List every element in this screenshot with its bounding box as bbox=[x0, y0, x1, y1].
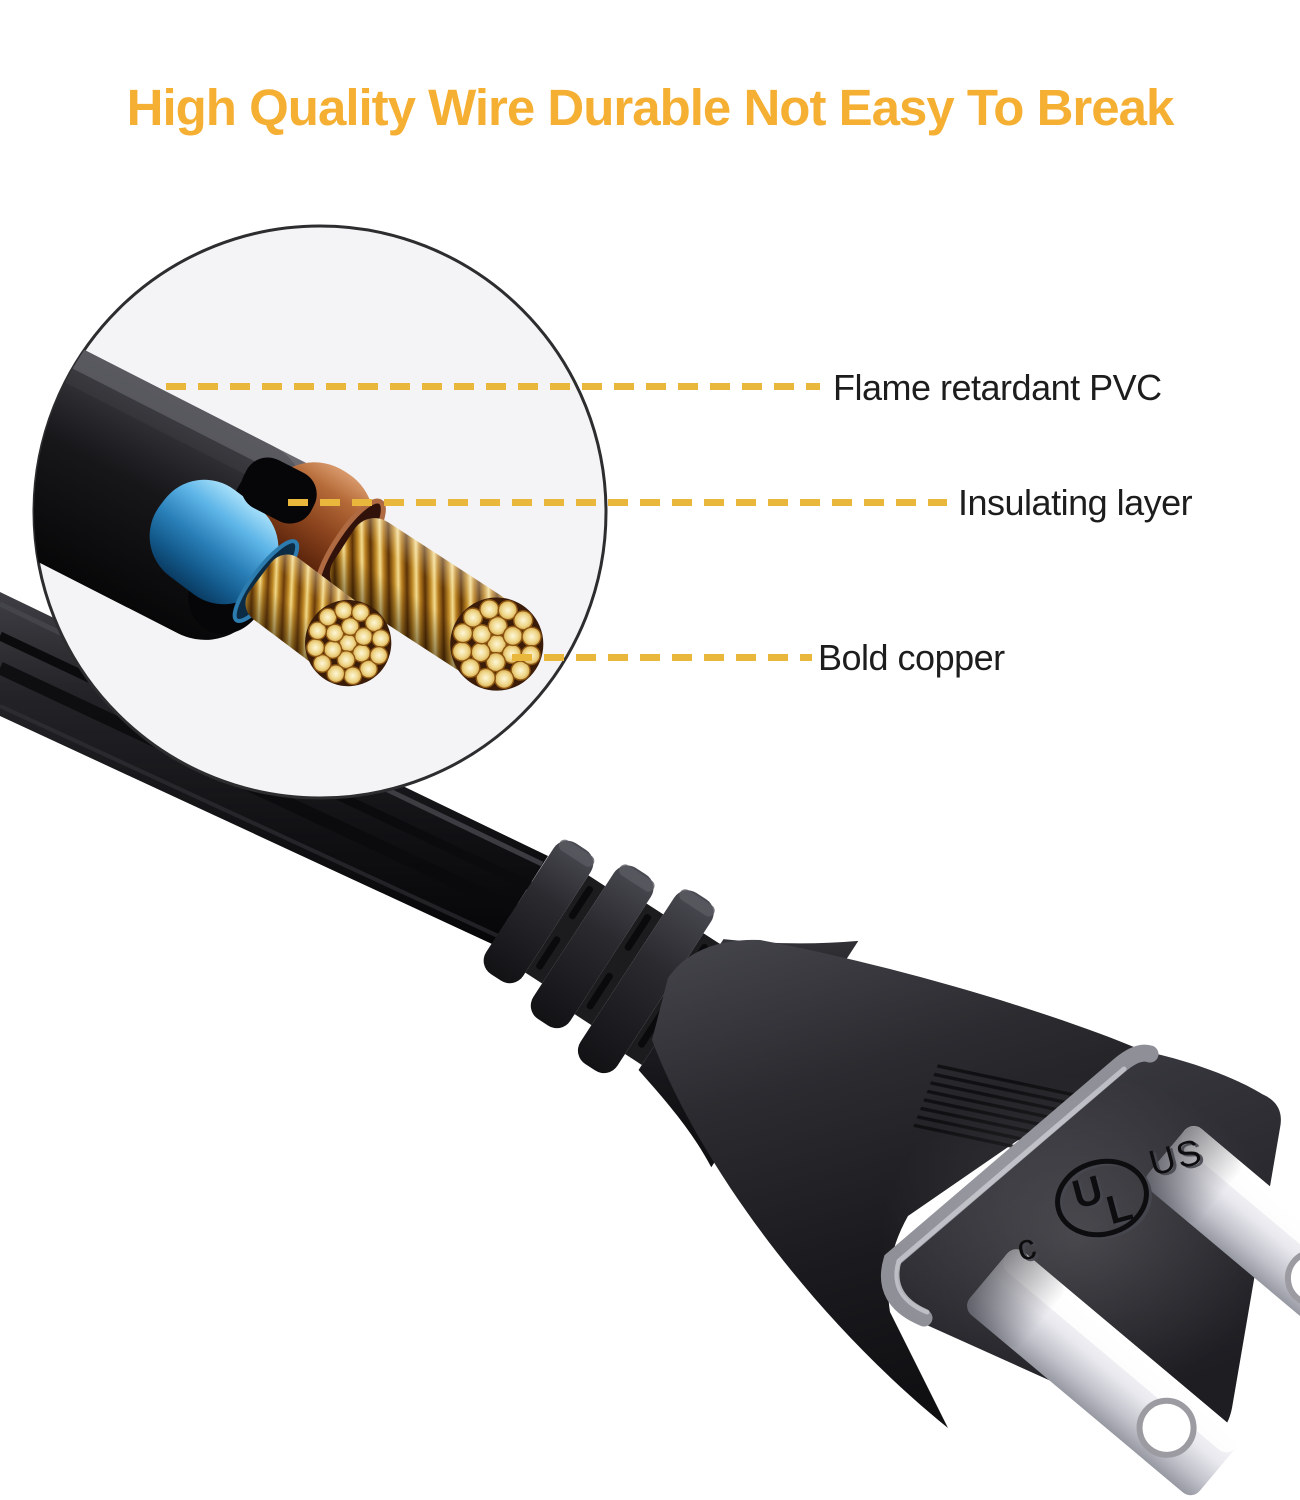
strain-relief-fin bbox=[577, 890, 714, 1074]
strain-relief-fin bbox=[483, 840, 594, 984]
annotation-label-insulating-layer: Insulating layer bbox=[958, 482, 1193, 523]
jacket-upper-lip-group bbox=[241, 457, 317, 524]
strain-relief-slit bbox=[586, 972, 613, 1010]
prong-upper bbox=[1145, 1126, 1300, 1345]
prong-hole bbox=[1136, 1397, 1197, 1458]
power-plug: c U L US c U L US bbox=[483, 839, 1300, 1496]
prong-lower bbox=[967, 1249, 1240, 1496]
fin-highlight bbox=[619, 864, 655, 892]
headline: High Quality Wire Durable Not Easy To Br… bbox=[126, 79, 1175, 136]
strain-relief-fin bbox=[530, 865, 654, 1029]
fin-highlight bbox=[558, 839, 595, 867]
leader-line-flame-retardant-pvc bbox=[166, 383, 820, 390]
leader-line-bold-copper bbox=[512, 654, 812, 661]
cable-edge-highlight bbox=[0, 704, 499, 938]
strain-relief-slit bbox=[536, 936, 561, 970]
annotation-label-flame-retardant-pvc: Flame retardant PVC bbox=[833, 367, 1162, 408]
strain-relief-slit bbox=[624, 914, 652, 951]
jacket-upper-lip bbox=[241, 457, 317, 524]
fin-highlight bbox=[679, 889, 715, 917]
strain-relief-slit bbox=[568, 885, 594, 920]
blue-insulation bbox=[149, 479, 279, 605]
prong-base-shadow bbox=[1145, 1126, 1242, 1223]
prong-hole bbox=[1284, 1249, 1300, 1308]
annotation-label-bold-copper: Bold copper bbox=[818, 637, 1005, 678]
wire-blue bbox=[149, 479, 410, 705]
ul-ellipse bbox=[1055, 1158, 1149, 1238]
prong-base-shadow bbox=[967, 1249, 1064, 1348]
leader-line-insulating-layer bbox=[288, 499, 947, 506]
